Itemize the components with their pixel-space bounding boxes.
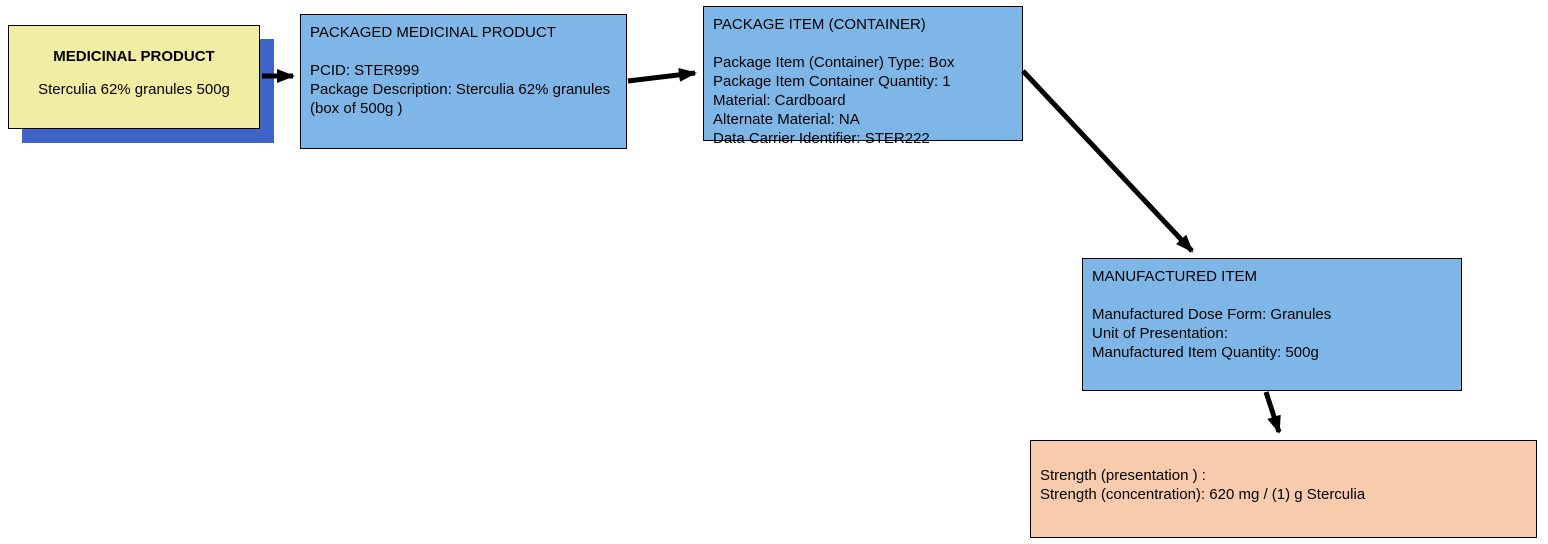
arrow-manufactured-to-strength xyxy=(1263,391,1282,434)
packaged-medicinal-product-node: PACKAGED MEDICINAL PRODUCT PCID: STER999… xyxy=(300,14,627,149)
package-item-container-title: PACKAGE ITEM (CONTAINER) xyxy=(713,16,926,33)
medicinal-product-title: MEDICINAL PRODUCT xyxy=(53,48,215,65)
strength-node: Strength (presentation ) : Strength (con… xyxy=(1030,440,1537,538)
strength-body: Strength (presentation ) : Strength (con… xyxy=(1040,467,1366,503)
manufactured-item-node: MANUFACTURED ITEM Manufactured Dose Form… xyxy=(1082,258,1462,391)
medicinal-product-node: MEDICINAL PRODUCT Sterculia 62% granules… xyxy=(8,25,260,129)
manufactured-item-body: Manufactured Dose Form: Granules Unit of… xyxy=(1092,306,1332,361)
packaged-medicinal-product-title: PACKAGED MEDICINAL PRODUCT xyxy=(310,24,556,41)
manufactured-item-title: MANUFACTURED ITEM xyxy=(1092,268,1257,285)
package-item-container-node: PACKAGE ITEM (CONTAINER) Package Item (C… xyxy=(703,6,1023,147)
medicinal-product-body: Sterculia 62% granules 500g xyxy=(38,81,230,98)
arrow-packaged-to-container xyxy=(627,67,697,84)
package-item-container-body: Package Item (Container) Type: Box Packa… xyxy=(713,54,955,147)
packaged-medicinal-product-body: PCID: STER999 Package Description: Sterc… xyxy=(310,62,611,117)
arrow-container-to-manufactured xyxy=(1021,69,1194,253)
